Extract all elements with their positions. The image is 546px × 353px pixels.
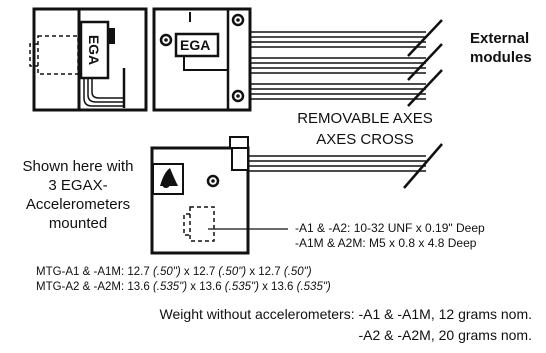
shown-here-line3: Accelerometers	[25, 196, 131, 213]
ega-side-connector	[108, 28, 115, 44]
dim1-mid2: x 12.7	[246, 266, 284, 278]
bottom-view-connector	[229, 136, 249, 149]
ega-front-label: EGA	[180, 37, 211, 53]
removable-axes-label: REMOVABLE AXES	[297, 110, 433, 127]
dim1-v3: (.50")	[283, 266, 312, 278]
dim1-prefix: MTG-A1 & -A1M: 12.7	[36, 266, 153, 278]
thread-spec-line2: -A1M & A2M: M5 x 0.8 x 4.8 Deep	[295, 236, 477, 250]
ega-side-label: EGA	[86, 34, 102, 66]
dim1-mid1: x 12.7	[180, 266, 219, 278]
dimension-line1: MTG-A1 & -A1M: 12.7 (.50") x 12.7 (.50")…	[36, 266, 312, 278]
bottom-view-threaded-hole	[183, 206, 215, 242]
side-view-block	[32, 7, 148, 112]
external-modules-label-line2: modules	[470, 49, 532, 66]
dimension-line2: MTG-A2 & -A2M: 13.6 (.535") x 13.6 (.535…	[36, 281, 331, 293]
front-view-block	[152, 7, 252, 112]
ega-side-body	[79, 20, 110, 80]
front-view-bolts	[159, 13, 245, 103]
axes-cross-label: AXES CROSS	[316, 131, 414, 148]
dim2-mid2: x 13.6	[258, 281, 297, 293]
dim2-v2: (.535")	[224, 281, 259, 293]
side-view-hidden-accelerometer	[29, 35, 79, 75]
external-cables	[250, 31, 426, 100]
weight-line1: Weight without accelerometers: -A1 & -A1…	[159, 306, 532, 322]
external-modules-label-line1: External	[470, 30, 530, 47]
ega-front-body	[174, 32, 220, 58]
side-view-cable	[83, 78, 124, 107]
thread-spec-line1: -A1 & -A2: 10-32 UNF x 0.19" Deep	[295, 221, 485, 235]
dim2-prefix: MTG-A2 & -A2M: 13.6	[36, 281, 153, 293]
bottom-view-block	[150, 146, 250, 255]
dim1-v2: (.50")	[218, 266, 247, 278]
cable-break-marks	[407, 19, 443, 107]
weight-line2: -A2 & -A2M, 20 grams nom.	[358, 327, 532, 343]
shown-here-line2: 3 EGAX-	[48, 177, 108, 194]
dim2-v3: (.535")	[296, 281, 331, 293]
bottom-cables	[248, 155, 426, 172]
shown-here-line4: mounted	[48, 215, 108, 232]
dim2-mid1: x 13.6	[187, 281, 225, 293]
dim2-v1: (.535")	[152, 281, 188, 293]
shown-here-line1: Shown here with	[22, 158, 134, 175]
dim1-v1: (.50")	[152, 266, 181, 278]
